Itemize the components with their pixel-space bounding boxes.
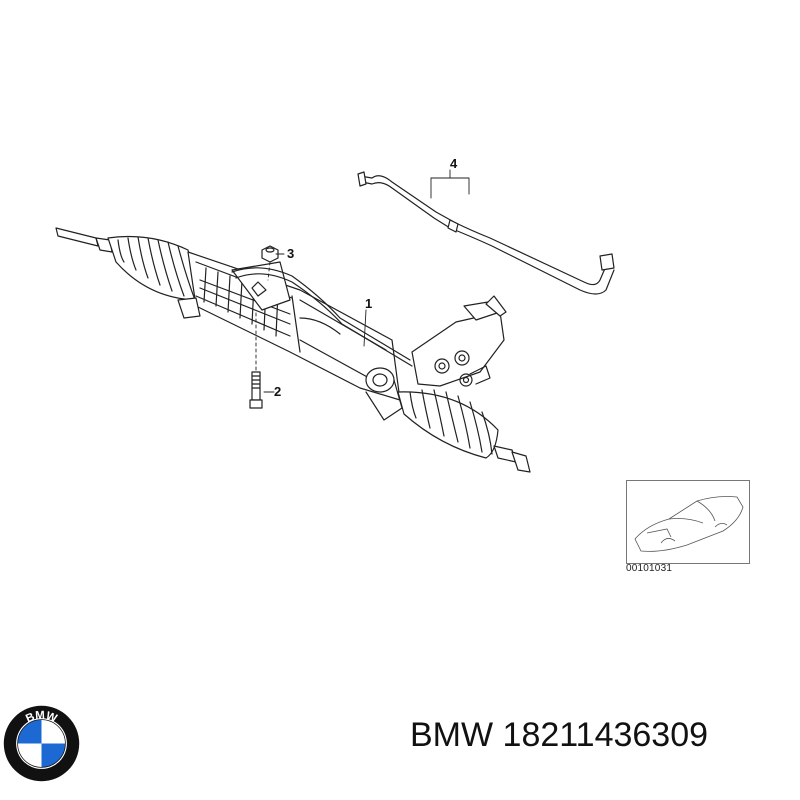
right-bellows-boot [397,389,499,459]
valve-housing [411,295,507,387]
thumbnail-code: 00101031 [626,563,673,574]
nut-part [261,245,279,263]
right-tie-rod [493,445,531,473]
bmw-logo-icon: BMW [3,705,80,782]
left-tie-rod [55,227,113,253]
brand-name: BMW [410,716,494,754]
rack-lines [231,267,413,367]
bolt-part [249,371,263,409]
car-outline-icon [634,496,744,552]
vehicle-locator-thumbnail [626,480,750,564]
callout-4: 4 [450,156,458,171]
part-number: 18211436309 [502,716,709,754]
leader-lines [263,169,470,393]
part-caption: BMW 18211436309 [410,716,708,755]
hydraulic-lines [357,171,615,295]
mounting-bracket [177,261,291,319]
svg-text:BMW: BMW [24,710,59,726]
left-bellows-boot [107,235,201,301]
callout-1: 1 [365,296,373,311]
callout-3: 3 [287,246,295,261]
alignment-lines [255,261,271,371]
callout-2: 2 [274,384,282,399]
